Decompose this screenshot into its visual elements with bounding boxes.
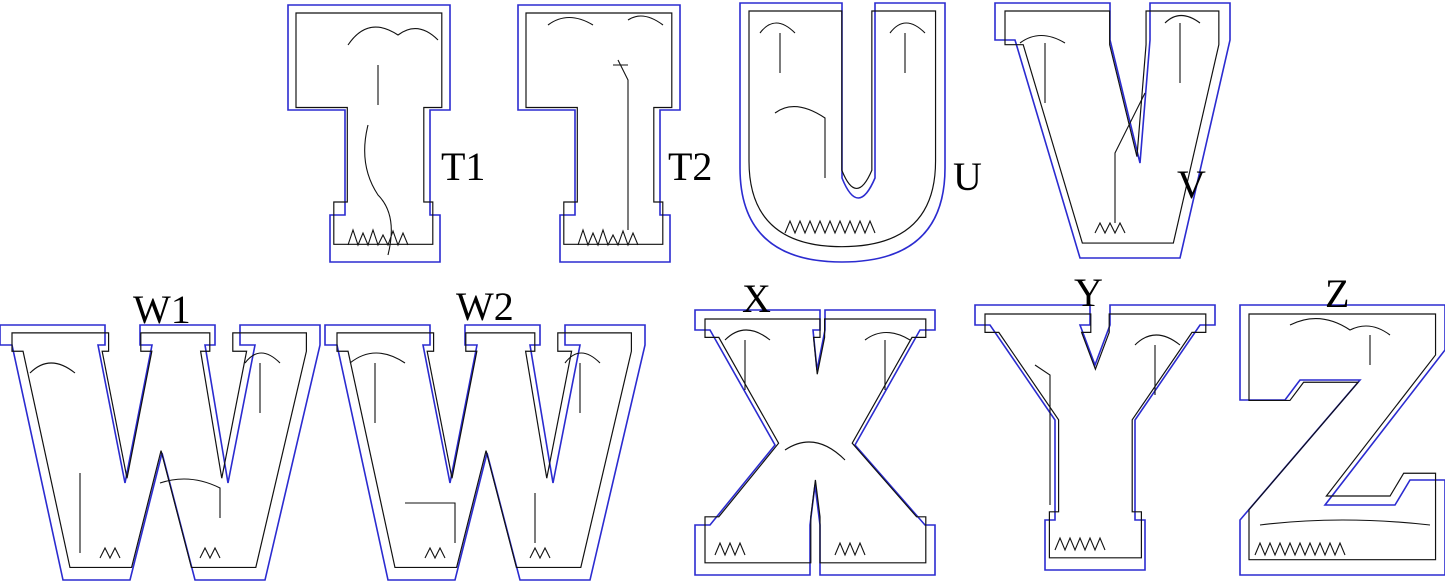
label-v: V — [1177, 162, 1206, 207]
letter-w1 — [0, 324, 321, 581]
label-u: U — [953, 154, 982, 199]
letter-x — [694, 309, 936, 576]
letter-t1 — [287, 4, 451, 263]
label-w1: W1 — [133, 287, 191, 332]
letter-u — [739, 2, 946, 263]
letter-z — [1239, 304, 1445, 576]
letter-v — [994, 2, 1231, 259]
label-z: Z — [1325, 271, 1349, 316]
label-x: X — [742, 276, 771, 321]
label-w2: W2 — [456, 284, 514, 329]
letter-y — [974, 304, 1216, 571]
label-t2: T2 — [668, 144, 712, 189]
label-t1: T1 — [441, 144, 485, 189]
label-y: Y — [1074, 270, 1103, 315]
letter-t2 — [517, 4, 681, 263]
letter-w2 — [324, 324, 646, 581]
